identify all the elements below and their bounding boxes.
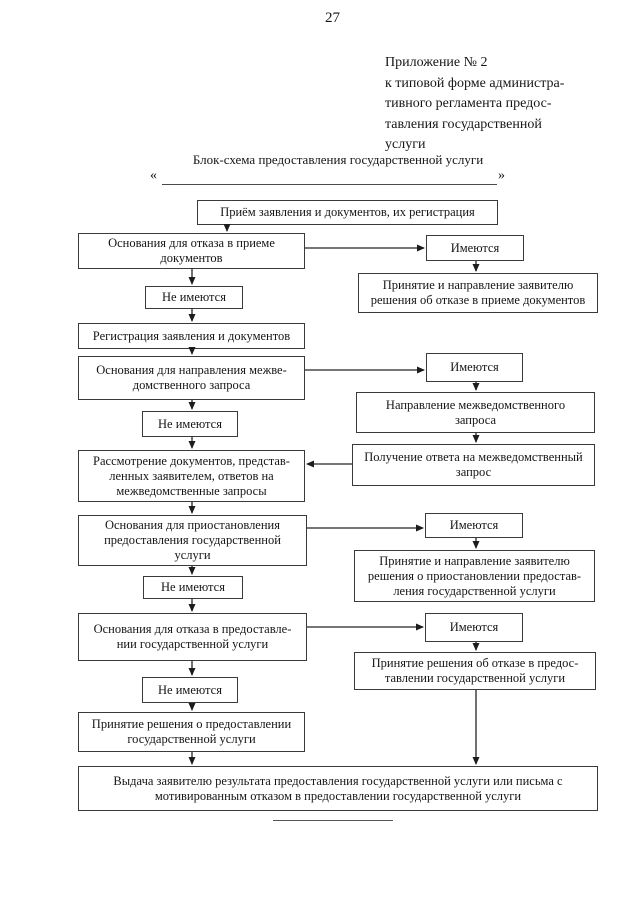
flow-box-denial-grounds: Основания для отказа в предоставле- нии … xyxy=(78,613,307,661)
flow-box-denial-decision: Принятие решения об отказе в предос- тав… xyxy=(354,652,596,690)
flow-box-suspension-decision: Принятие и направление заявителю решения… xyxy=(354,550,595,602)
quote-close-mark: » xyxy=(498,168,505,183)
blank-fill-line xyxy=(162,170,497,185)
flow-box-reception: Приём заявления и документов, их регистр… xyxy=(197,200,498,225)
flow-box-refusal-decision: Принятие и направление заявителю решения… xyxy=(358,273,598,313)
flow-box-have-2: Имеются xyxy=(426,353,523,382)
flow-box-not-have-2: Не имеются xyxy=(142,411,238,437)
flow-box-have-4: Имеются xyxy=(425,613,523,642)
flow-box-not-have-1: Не имеются xyxy=(145,286,243,309)
flow-box-grant-decision: Принятие решения о предоставлении госуда… xyxy=(78,712,305,752)
flow-box-suspension-grounds: Основания для приостановления предоставл… xyxy=(78,515,307,566)
footnote-separator-line xyxy=(273,806,393,821)
flow-box-refusal-grounds: Основания для отказа в приеме документов xyxy=(78,233,305,269)
quote-open-mark: « xyxy=(150,168,157,183)
flow-box-interagency-grounds: Основания для направления межве- домстве… xyxy=(78,356,305,400)
flow-box-result-delivery: Выдача заявителю результата предоставлен… xyxy=(78,766,598,811)
page-number: 27 xyxy=(325,10,340,26)
flow-box-not-have-3: Не имеются xyxy=(143,576,243,599)
flow-box-registration: Регистрация заявления и документов xyxy=(78,323,305,349)
flow-box-have-3: Имеются xyxy=(425,513,523,538)
flow-box-review: Рассмотрение документов, представ- ленны… xyxy=(78,450,305,502)
flow-box-interagency-response: Получение ответа на межведомственный зап… xyxy=(352,444,595,486)
flow-box-have-1: Имеются xyxy=(426,235,524,261)
appendix-heading: Приложение № 2 к типовой форме администр… xyxy=(385,55,565,152)
flow-box-not-have-4: Не имеются xyxy=(142,677,238,703)
flow-box-interagency-send: Направление межведомственного запроса xyxy=(356,392,595,433)
flowchart-title: Блок-схема предоставления государственно… xyxy=(192,152,484,167)
